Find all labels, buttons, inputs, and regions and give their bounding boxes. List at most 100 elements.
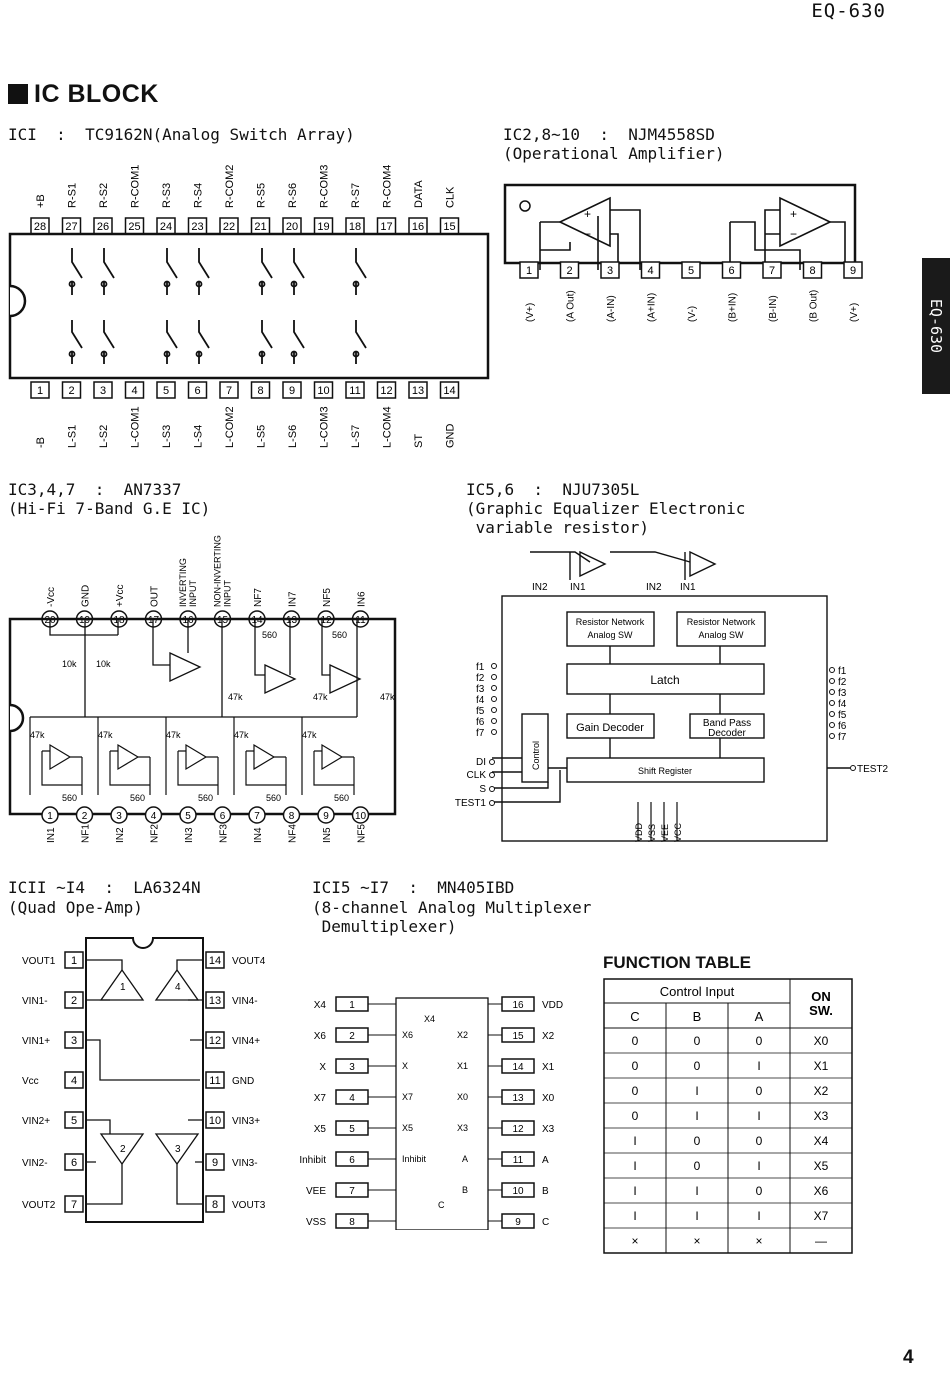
ic3-resistor-value: 560 [332,630,347,640]
ic1-bottom-pin-label: 9 [289,385,295,397]
ft-cell: 0 [632,1034,639,1048]
ic3-band-amp [117,743,140,771]
ic3-resistor-value: 10k [62,659,77,669]
ic1-bottom-label: L-S6 [287,425,299,448]
ic1-top-label: R-S3 [161,183,173,208]
ic5-rn1-label: Resistor Network [576,617,645,627]
ft-cell: I [695,1209,698,1223]
ic15-inner-left: Inhibit [402,1154,427,1164]
ic5-right-pin [829,667,835,673]
ic1-title: ICI : TC9162N(Analog Switch Array) [8,125,355,144]
ft-cell: 0 [694,1034,701,1048]
ic1-top-pin-label: 25 [128,221,140,233]
ic2-pin-box [843,261,863,279]
ic1-switch-contact [352,350,360,358]
ic3-top-pin-label: 11 [355,615,366,626]
ic2-pin-label: (V+) [525,303,536,322]
ic15-left-pin-label: 6 [349,1155,355,1166]
ic15-left-label: VSS [306,1217,326,1228]
ic15-left-pin-label: 3 [349,1062,355,1073]
ft-cell: 0 [632,1059,639,1073]
ic3-notch [9,703,25,733]
ic3-resistor-value: 47k [234,730,249,740]
ic1-switch-upper [71,248,83,295]
ic2-pin-box [519,261,539,279]
section-title-text: IC BLOCK [34,80,159,108]
ic1-top-label: R-S4 [193,183,205,208]
model-header: EQ-630 [811,0,886,22]
ic5-asw2-label: Analog SW [698,630,744,640]
ft-cell: I [633,1184,636,1198]
ic3-resistor-value: 560 [198,793,213,803]
ic15-left-pin-label: 2 [349,1031,355,1042]
ic1-top-label: R-COM4 [382,165,394,208]
ft-cell: — [815,1234,827,1248]
ic2-pin-label: 9 [850,265,856,277]
ic11-right-label: VOUT4 [232,956,266,967]
ft-cell: 0 [756,1134,763,1148]
ic2-pin-box [802,261,823,279]
ic15-right-pin-label: 16 [512,1000,524,1011]
ic3-bottom-pin-label: 7 [254,811,260,822]
ic3-bottom-label: IN4 [253,827,264,843]
ft-col-sw: SW. [809,1003,833,1018]
ic15-right-pin-label: 10 [512,1186,524,1197]
ic2-opamp-a [558,196,611,248]
ic11-right-label: VIN3- [232,1158,258,1169]
ic5-left-pin-label: f2 [476,673,485,684]
ic5-in-label: IN1 [680,582,696,593]
ic15-right-pin-label: 13 [512,1093,524,1104]
page-number: 4 [903,1347,914,1368]
ic11-left-label: VOUT1 [22,956,56,967]
ft-cell: X5 [814,1159,829,1173]
ic5-ctrl-pin [489,759,495,765]
ic1-bottom-pin-box [439,381,460,399]
ic5-left-pin [491,718,497,724]
ic1-top-label: +B [35,194,47,208]
ic5-ctrl-label: CLK [467,770,487,781]
ic1-bottom-label: L-COM1 [130,406,142,448]
ic1-top-pin-label: 22 [223,221,235,233]
ic2-opamp-b [779,196,832,248]
ic5-in-label: IN1 [570,582,586,593]
ic3-top-pin-label: 14 [251,615,263,626]
ic2-pins: 1(V+)2(A Out)3(A-IN)4(A+IN)5(V-)6(B+IN)7… [519,261,863,322]
ic5-band-pass-decoder [689,713,765,739]
ic3-bottom-pin-circle [75,806,94,824]
ic3-band-amp [185,743,208,771]
ic11-right-pin-box [205,1071,225,1089]
ic5-ctrl-label: S [479,784,486,795]
ic2-pin1-marker [519,200,531,212]
ic11-amp-number: 4 [175,982,181,993]
ic5-left-pin-label: f5 [476,706,485,717]
ic1-bottom-label: L-COM2 [224,406,236,448]
ic15-left-pin-label: 5 [349,1124,355,1135]
ic11-left-pin-label: 3 [71,1035,77,1047]
ic3-bottom-pin-label: 10 [355,811,367,822]
ft-cell: X3 [814,1109,829,1123]
ic2-pin-box [640,261,661,279]
ic1-bottom-pin-box [93,381,113,399]
ic15-title-2: (8-channel Analog Multiplexer [312,898,592,917]
ft-cell: X6 [814,1184,829,1198]
ic3-title-1: IC3,4,7 : AN7337 [8,480,182,499]
ft-cell: I [695,1184,698,1198]
ic11-right-label: VIN4+ [232,1036,260,1047]
ic1-top-pin-label: 15 [443,221,455,233]
ic1-bottom-pin-label: 10 [317,385,329,397]
ic3-top-label: OUT [150,586,161,607]
ic15-right-pin-label: 11 [513,1155,524,1166]
ic1-top-label: R-S6 [287,183,299,208]
ft-cell: × [693,1234,700,1248]
ic3-internal [30,619,362,718]
ic3-band-wire [29,717,83,795]
ic1-switch-contact [258,280,266,288]
ic11-left-label: VIN2+ [22,1116,50,1127]
ic1-bottom-label: L-S3 [161,425,173,448]
